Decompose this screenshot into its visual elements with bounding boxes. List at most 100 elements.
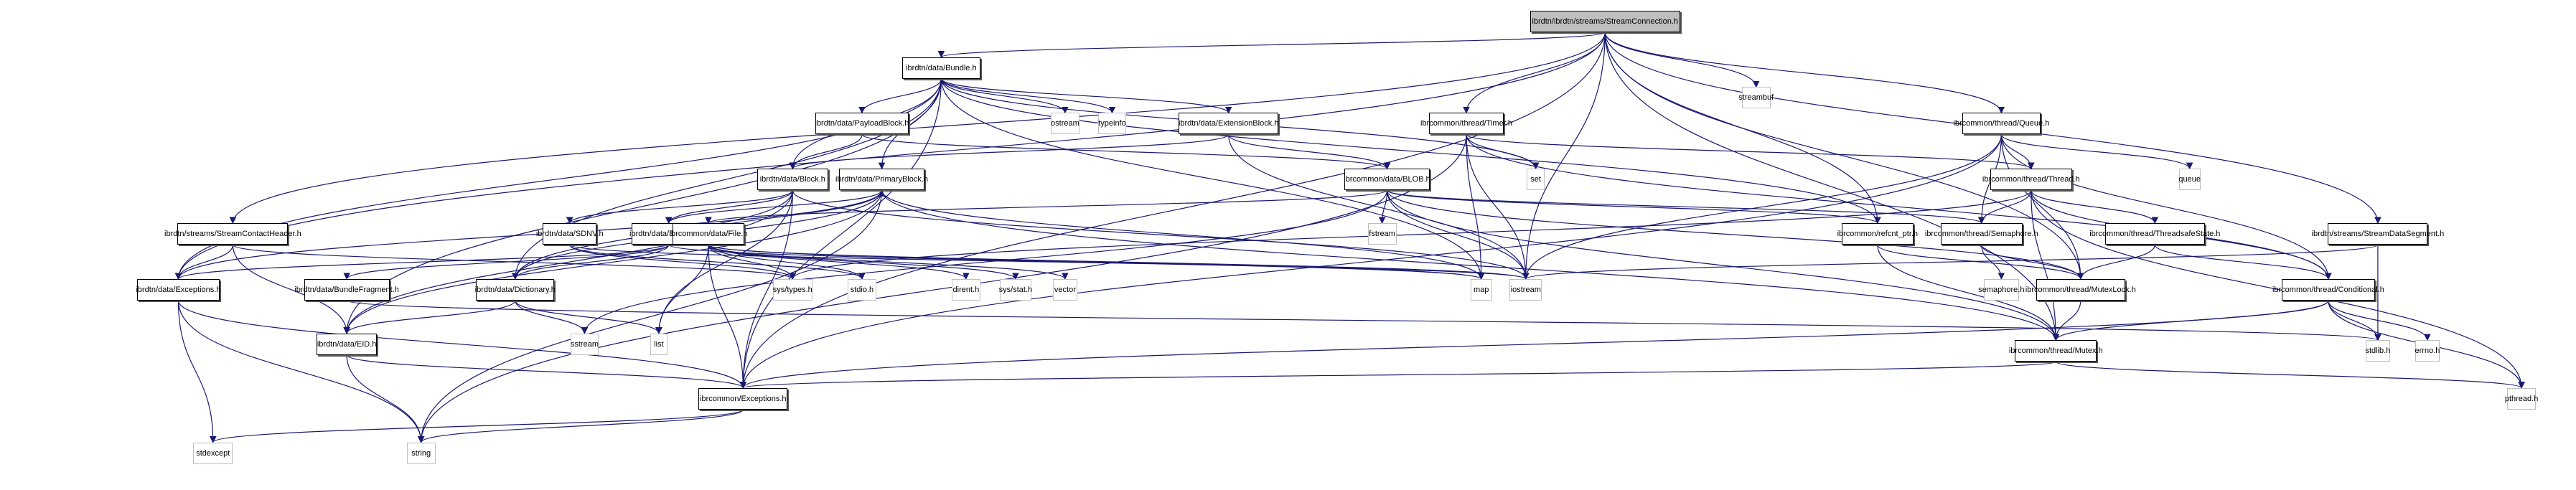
edge-dexc-to-string [177, 300, 425, 443]
edge-eid-to-cexc [346, 354, 746, 389]
edge-block-to-eid [343, 190, 793, 334]
node-iostream: iostream [1509, 278, 1542, 301]
node-streambuf: streambuf [1738, 87, 1774, 109]
edge-bundle-to-refcnt [940, 78, 1881, 225]
edge-file-to-systypes [708, 244, 797, 280]
node-dirent: dirent.h [951, 278, 980, 301]
node-cexc[interactable]: ibrcommon/Exceptions.h [698, 387, 788, 410]
edge-dexc-to-cexc [177, 300, 746, 389]
edge-primary-to-string [417, 190, 883, 443]
edge-blob-to-iostream [1386, 190, 1530, 280]
node-root[interactable]: ibrdtn/ibrdtn/streams/StreamConnection.h [1530, 11, 1680, 33]
node-cond[interactable]: ibrcommon/thread/Conditional.h [2272, 278, 2384, 301]
edge-extblock-to-block [789, 133, 1230, 170]
node-dict[interactable]: ibrdtn/data/Dictionary.h [475, 278, 556, 301]
edge-mutexlock-to-mutex [2052, 300, 2081, 341]
edge-extblock-to-blob [1228, 134, 1391, 170]
node-queue-std: queue [2178, 169, 2201, 191]
node-payload[interactable]: ibrdtn/data/PayloadBlock.h [815, 113, 909, 135]
node-map: map [1470, 278, 1492, 301]
node-timer[interactable]: ibrcommon/thread/Timer.h [1420, 113, 1512, 135]
node-sysstat: sys/stat.h [999, 278, 1032, 301]
node-sch[interactable]: ibrdtn/streams/StreamContactHeader.h [164, 223, 301, 245]
edge-file-to-vector [708, 244, 1069, 280]
node-list: list [650, 333, 668, 355]
edge-dict-to-sstream [515, 300, 589, 334]
edge-root-to-mutex [1604, 32, 2060, 341]
node-tss[interactable]: ibrcommon/thread/ThreadsafeState.h [2089, 223, 2220, 245]
edge-cexc-to-stdexcept [210, 409, 744, 443]
edge-cond-to-stdlib [2328, 300, 2381, 341]
edge-file-to-iostream [708, 244, 1530, 280]
edge-bundle-to-ostream [940, 78, 1069, 114]
node-extblock[interactable]: ibrdtn/data/ExtensionBlock.h [1179, 113, 1278, 135]
node-errno: errno.h [2415, 340, 2440, 362]
edge-file-to-cexc [708, 245, 747, 389]
node-semaphore[interactable]: ibrcommon/thread/Semaphore.h [1925, 223, 2038, 245]
edge-sdnv-to-systypes [569, 244, 796, 280]
edge-bundle-to-typeinfo [940, 78, 1116, 114]
edge-file-to-dirent [708, 244, 970, 280]
edge-primary-to-eid [343, 190, 883, 334]
node-vector: vector [1052, 278, 1078, 301]
edge-payload-to-blob [861, 133, 1391, 170]
node-queue[interactable]: ibrcommon/thread/Queue.h [1953, 113, 2049, 135]
edge-sdnv-to-stdio [569, 244, 866, 280]
edge-root-to-sch [229, 32, 1606, 225]
node-block[interactable]: ibrdtn/data/Block.h [757, 169, 828, 191]
node-stdexcept: stdexcept [193, 442, 233, 464]
edge-root-to-bundle [938, 32, 1606, 58]
edge-dict-to-list [515, 300, 662, 334]
edge-queue-to-cexc [739, 134, 2002, 389]
edge-queue-to-thread [2000, 134, 2035, 170]
edge-root-to-refcnt [1604, 32, 1881, 225]
node-string: string [406, 442, 436, 464]
edge-bundle-to-extblock [940, 78, 1232, 114]
edge-timer-to-thread [1466, 133, 2035, 170]
edge-queue-to-queue_std [2000, 134, 2193, 170]
node-stdlib: stdlib.h [2365, 340, 2390, 362]
node-bundle[interactable]: ibrdtn/data/Bundle.h [901, 57, 980, 79]
edge-dict-to-eid [343, 300, 516, 334]
node-sdnv[interactable]: ibrdtn/data/SDNV.h [536, 223, 604, 245]
edge-timer-to-map [1466, 134, 1485, 280]
edge-file-to-sysstat [708, 244, 1019, 280]
node-refcnt[interactable]: ibrcommon/refcnt_ptr.h [1837, 223, 1918, 245]
edge-serializer-to-dict [512, 244, 670, 280]
edge-blob-to-file [705, 189, 1388, 225]
edge-bfrag-to-stdlib [346, 300, 2381, 341]
node-dexc[interactable]: ibrdtn/data/Exceptions.h [136, 278, 220, 301]
edge-blob-to-fstream [1378, 190, 1388, 225]
node-fstream: fstream [1367, 223, 1397, 245]
node-eid[interactable]: ibrdtn/data/EID.h [316, 333, 378, 355]
edge-cond-to-cexc [739, 300, 2329, 389]
edge-blob-to-refcnt [1386, 189, 1881, 225]
node-mutex[interactable]: ibrcommon/thread/Mutex.h [2009, 340, 2103, 362]
edge-dexc-to-stdexcept [177, 300, 217, 443]
edge-bundle-to-dict [512, 78, 942, 280]
edge-bundle-to-map [940, 78, 1485, 280]
node-mutexlock[interactable]: ibrcommon/thread/MutexLock.h [2025, 278, 2136, 301]
edge-blob-to-mutex [1386, 190, 2060, 341]
node-stdio: stdio.h [848, 278, 876, 301]
edge-queue-to-mutexlock [2000, 134, 2084, 280]
node-primary[interactable]: ibrdtn/data/PrimaryBlock.h [835, 169, 928, 191]
edge-thread-to-systypes [789, 190, 2032, 280]
node-pthread: pthread.h [2505, 387, 2538, 410]
node-sds[interactable]: ibrdtn/streams/StreamDataSegment.h [2312, 223, 2444, 245]
edge-block-to-cexc [739, 190, 793, 389]
edge-refcnt-to-mutexlock [1877, 244, 2084, 280]
edge-sch-to-eid [232, 245, 350, 334]
node-sstream: sstream [570, 333, 599, 355]
edge-root-to-queue [1604, 32, 2005, 114]
edge-tss-to-cond [2154, 244, 2332, 280]
edge-timer-to-iostream [1466, 134, 1530, 280]
edge-thread-to-semaphore [1977, 190, 2032, 225]
edge-cexc-to-string [418, 409, 744, 443]
edge-bundle-to-cexc [739, 78, 942, 389]
node-thread[interactable]: ibrcommon/thread/Thread.h [1982, 169, 2080, 191]
node-blob[interactable]: ibrcommon/data/BLOB.h [1344, 169, 1430, 191]
node-file[interactable]: ibrcommon/data/File.h [670, 223, 747, 245]
node-bfrag[interactable]: ibrdtn/data/BundleFragment.h [294, 278, 399, 301]
